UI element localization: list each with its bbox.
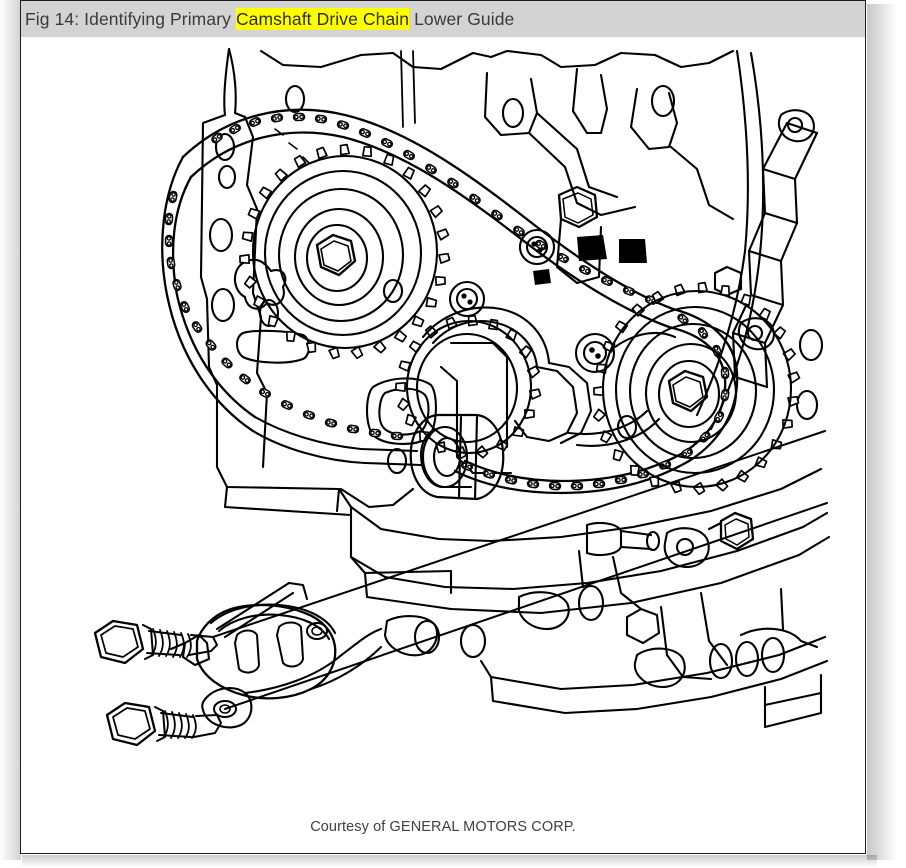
figure-title: Fig 14: Identifying Primary Camshaft Dri…: [25, 8, 515, 30]
part-guide-bolt-upper: [93, 619, 218, 665]
page-shadow-left: [0, 0, 21, 860]
figure-illustration: [21, 37, 865, 812]
page-shadow-bottom: [22, 855, 877, 867]
page-shadow-right: [867, 4, 897, 860]
part-crankshaft-sprocket: [394, 314, 542, 501]
figure-title-prefix: Fig 14: Identifying Primary: [25, 9, 236, 29]
part-lower-block-rail: [223, 467, 831, 729]
part-upper-left-camshaft-sprocket: [238, 50, 451, 360]
part-lower-chain-guide: [169, 581, 383, 729]
document-frame: Fig 14: Identifying Primary Camshaft Dri…: [20, 0, 866, 854]
engine-diagram-svg: [93, 47, 831, 747]
part-engine-block-outline: [199, 47, 824, 575]
part-right-side-bracket-ladder: [713, 109, 819, 389]
figure-title-bar: Fig 14: Identifying Primary Camshaft Dri…: [21, 1, 865, 37]
figure-caption: Courtesy of GENERAL MOTORS CORP.: [310, 819, 576, 835]
part-right-camshaft-sprocket: [591, 281, 801, 496]
search-term-highlight: Camshaft Drive Chain: [235, 8, 410, 30]
figure-title-suffix: Lower Guide: [409, 9, 515, 29]
part-guide-bolt-lower: [105, 701, 222, 747]
part-chain-tensioner: [421, 185, 677, 447]
part-leader-lines: [212, 430, 828, 710]
